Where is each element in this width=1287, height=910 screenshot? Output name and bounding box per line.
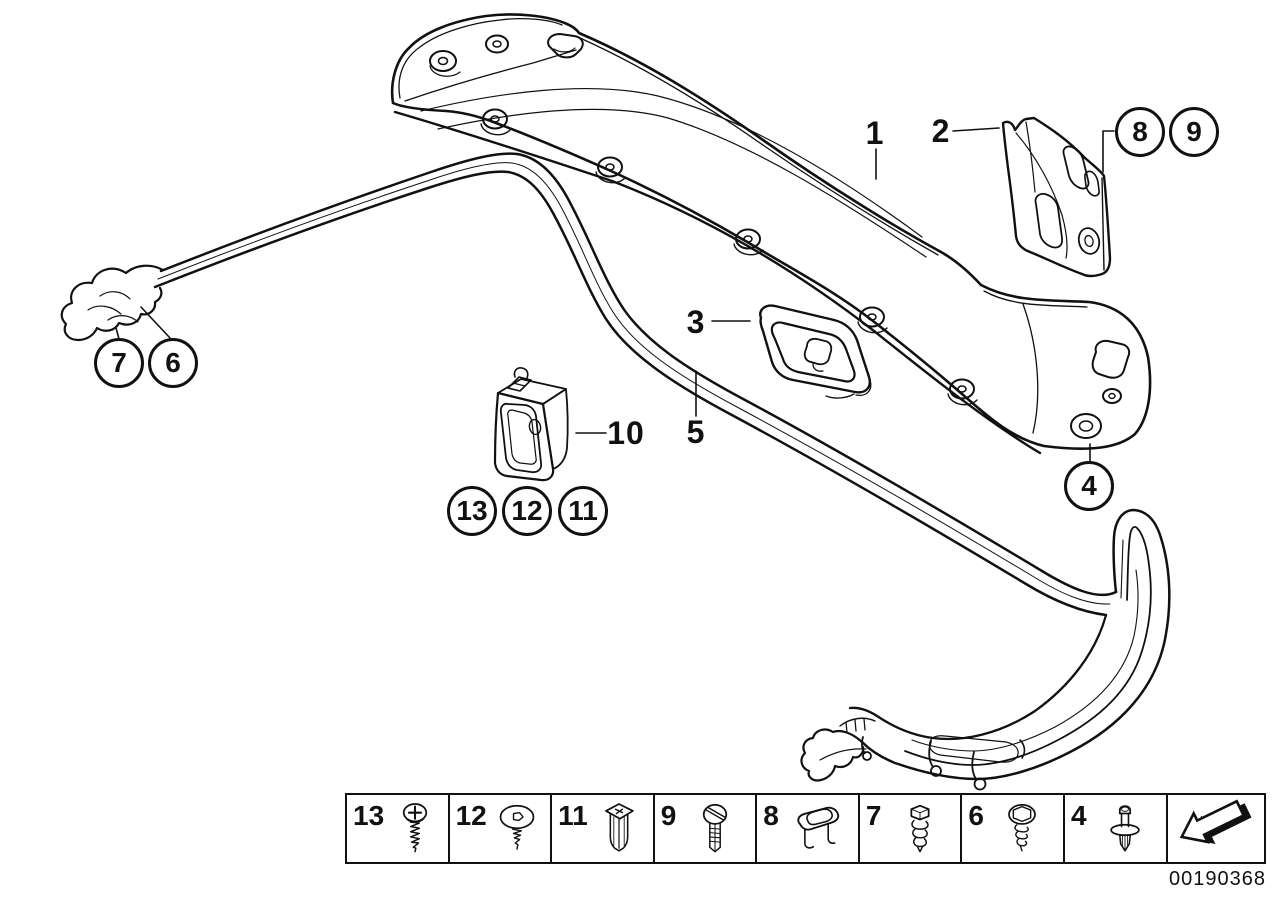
- legend-cell-arrow[interactable]: [1165, 795, 1265, 862]
- trim-panel-part-1: [390, 13, 1152, 455]
- legend-ref-9: 9: [660, 800, 677, 831]
- seal-strip-part-5: [60, 152, 1118, 617]
- legend-ref-11: 11: [558, 800, 588, 831]
- callout-circle-12[interactable]: 12: [502, 486, 552, 536]
- legend-ref-6: 6: [968, 800, 984, 831]
- legend-cell-12[interactable]: 12: [447, 795, 551, 862]
- legend-ref-4: 4: [1070, 800, 1087, 831]
- callout-5[interactable]: 5: [686, 414, 706, 450]
- legend-cell-6[interactable]: 6: [960, 795, 1063, 862]
- rear-seal-loop: [800, 508, 1171, 791]
- direction-arrow-icon: [1179, 798, 1252, 844]
- hex-washer-screw-icon: [1008, 804, 1037, 852]
- callout-circle-8[interactable]: 8: [1115, 107, 1165, 157]
- legend-cell-8[interactable]: 8: [755, 795, 858, 862]
- clip-part-10: [493, 367, 569, 482]
- callout-circle-4[interactable]: 4: [1064, 461, 1114, 511]
- clip-nut-icon: [797, 806, 840, 849]
- document-number: 00190368: [1169, 868, 1266, 890]
- legend-ref-8: 8: [763, 800, 779, 831]
- callout-circle-6[interactable]: 6: [148, 338, 198, 388]
- panel-grommets: [480, 108, 978, 406]
- legend-cell-9[interactable]: 9: [652, 795, 756, 862]
- legend-ref-12: 12: [455, 800, 487, 831]
- handle-recess-part-3: [759, 304, 872, 399]
- legend-ref-7: 7: [865, 800, 882, 831]
- callout-circle-11[interactable]: 11: [558, 486, 608, 536]
- callout-circle-13[interactable]: 13: [447, 486, 497, 536]
- legend-ref-13: 13: [353, 800, 385, 831]
- expansion-nut-icon: [605, 803, 634, 852]
- callout-circle-7[interactable]: 7: [94, 338, 144, 388]
- callout-circle-9[interactable]: 9: [1169, 107, 1219, 157]
- legend-cell-11[interactable]: 11: [550, 795, 653, 862]
- legend-cell-7[interactable]: 7: [857, 795, 961, 862]
- washer-head-screw-icon: [500, 804, 535, 850]
- callout-2[interactable]: 2: [931, 113, 951, 149]
- fastener-legend: 13 12 11: [345, 793, 1266, 864]
- callout-10[interactable]: 10: [607, 415, 645, 451]
- leader-lines: [115, 127, 1115, 463]
- legend-cell-4[interactable]: 4: [1062, 795, 1166, 862]
- phillips-screw-icon: [402, 803, 427, 853]
- slotted-rivet-icon: [702, 804, 727, 853]
- callout-1[interactable]: 1: [865, 115, 885, 151]
- callout-3[interactable]: 3: [686, 304, 706, 340]
- tapping-screw-icon: [910, 804, 930, 853]
- bracket-part-2: [1001, 116, 1112, 278]
- legend-cell-13[interactable]: 13: [347, 795, 448, 862]
- expanding-rivet-icon: [1110, 805, 1140, 852]
